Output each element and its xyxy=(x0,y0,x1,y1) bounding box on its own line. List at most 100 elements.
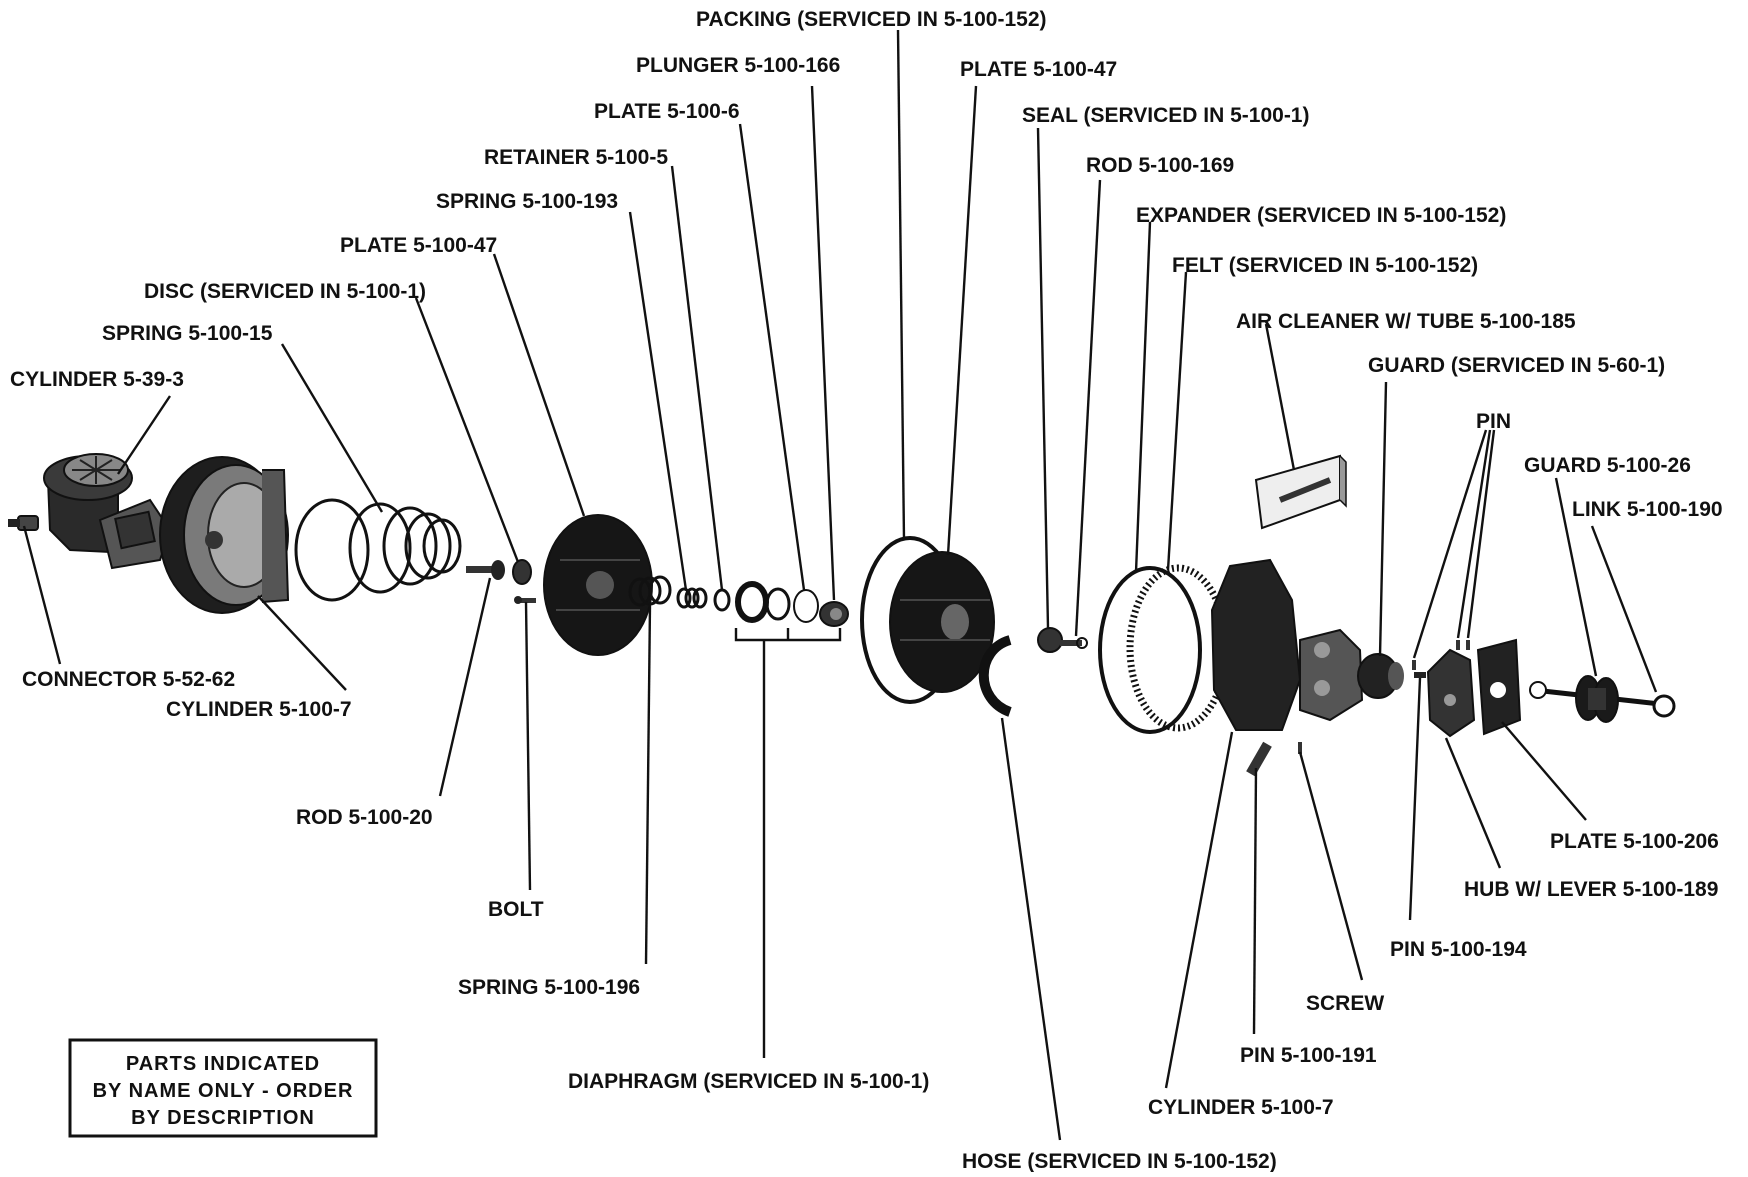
label-pin-191: PIN 5-100-191 xyxy=(1240,1044,1377,1067)
guard-26-part xyxy=(1575,675,1619,723)
leader-plate-206 xyxy=(1501,721,1587,821)
leader-disc xyxy=(414,297,520,563)
cylinder-housing-right-part xyxy=(1210,558,1364,731)
leader-retainer xyxy=(670,165,724,591)
label-packing: PACKING (SERVICED IN 5-100-152) xyxy=(696,8,1047,31)
note-line-3: BY DESCRIPTION xyxy=(131,1107,315,1129)
label-rod-20: ROD 5-100-20 xyxy=(296,806,433,829)
leader-plate-47-right xyxy=(946,85,978,556)
leader-seal xyxy=(1036,127,1050,629)
part-labels: PACKING (SERVICED IN 5-100-152) PLUNGER … xyxy=(10,8,1723,1173)
label-guard-26: GUARD 5-100-26 xyxy=(1524,454,1691,477)
label-hose: HOSE (SERVICED IN 5-100-152) xyxy=(962,1150,1277,1172)
label-pin: PIN xyxy=(1476,410,1511,433)
label-rod-169: ROD 5-100-169 xyxy=(1086,154,1234,177)
leader-plate-47-left xyxy=(492,253,586,517)
spring-193-part xyxy=(676,587,708,609)
leader-guard-60 xyxy=(1378,381,1388,657)
leader-cylinder-39 xyxy=(117,395,171,475)
leader-cylinder-7-left xyxy=(257,595,347,691)
label-spring-15: SPRING 5-100-15 xyxy=(102,322,273,345)
leader-hose xyxy=(1000,717,1062,1141)
leader-rod-169 xyxy=(1074,179,1102,637)
leader-rod-20 xyxy=(438,577,492,797)
label-plate-206: PLATE 5-100-206 xyxy=(1550,830,1719,853)
rod-20-part xyxy=(466,560,505,580)
leader-pin-1 xyxy=(1412,429,1488,659)
leader-screw xyxy=(1298,751,1364,981)
label-diaphragm: DIAPHRAGM (SERVICED IN 5-100-1) xyxy=(568,1070,929,1093)
leader-felt xyxy=(1166,271,1188,571)
plunger-part xyxy=(819,601,849,627)
pin-small-part xyxy=(1412,640,1470,670)
hub-lever-part xyxy=(1426,648,1476,738)
label-pin-194: PIN 5-100-194 xyxy=(1390,938,1527,961)
retainer-part xyxy=(713,588,731,612)
label-plunger: PLUNGER 5-100-166 xyxy=(636,54,840,77)
screw-part xyxy=(1298,742,1302,754)
leader-pin-2 xyxy=(1456,429,1492,639)
label-expander: EXPANDER (SERVICED IN 5-100-152) xyxy=(1136,204,1506,227)
pin-194-part xyxy=(1414,672,1426,678)
connector-part xyxy=(8,515,39,531)
label-cylinder-39: CYLINDER 5-39-3 xyxy=(10,368,184,391)
air-cleaner-part xyxy=(1254,454,1347,530)
rod-169-part xyxy=(1060,637,1088,649)
leader-spring-196 xyxy=(644,603,652,965)
plate-47-left-part xyxy=(543,514,653,656)
label-hub: HUB W/ LEVER 5-100-189 xyxy=(1464,878,1718,901)
leader-pin-194 xyxy=(1408,677,1422,921)
leader-spring-193 xyxy=(628,211,688,591)
leader-expander xyxy=(1134,221,1152,573)
note-line-1: PARTS INDICATED xyxy=(126,1053,320,1075)
seal-part xyxy=(1037,627,1063,653)
cylinder-shell-left-part xyxy=(159,456,290,614)
hose-part xyxy=(978,635,1013,717)
label-spring-196: SPRING 5-100-196 xyxy=(458,976,640,999)
leader-lines xyxy=(22,29,1658,1141)
label-bolt: BOLT xyxy=(488,898,544,921)
leader-cylinder-7-right xyxy=(1164,731,1234,1089)
label-plate-6: PLATE 5-100-6 xyxy=(594,100,740,123)
label-cylinder-7-left: CYLINDER 5-100-7 xyxy=(166,698,352,721)
diaphragm-bracket xyxy=(734,628,842,642)
master-cylinder-part xyxy=(43,453,172,570)
leader-air-cleaner xyxy=(1264,323,1296,471)
label-screw: SCREW xyxy=(1306,992,1384,1015)
label-seal: SEAL (SERVICED IN 5-100-1) xyxy=(1022,104,1309,127)
leader-plate-6 xyxy=(738,123,806,591)
leader-plunger xyxy=(810,85,836,601)
label-guard-60: GUARD (SERVICED IN 5-60-1) xyxy=(1368,354,1665,377)
label-felt: FELT (SERVICED IN 5-100-152) xyxy=(1172,254,1478,277)
leader-pin-191 xyxy=(1252,767,1258,1035)
leader-connector xyxy=(22,525,62,665)
order-note-box: PARTS INDICATED BY NAME ONLY - ORDER BY … xyxy=(68,1038,378,1138)
note-line-2: BY NAME ONLY - ORDER xyxy=(93,1080,354,1102)
label-connector: CONNECTOR 5-52-62 xyxy=(22,668,235,691)
leader-packing xyxy=(896,29,906,541)
label-plate-47-left: PLATE 5-100-47 xyxy=(340,234,497,257)
label-air-cleaner: AIR CLEANER W/ TUBE 5-100-185 xyxy=(1236,310,1576,333)
leader-link xyxy=(1590,525,1658,693)
disc-part xyxy=(512,559,532,585)
diaphragm-rings-part xyxy=(735,581,819,623)
plate-47-right-part xyxy=(889,551,995,693)
label-retainer: RETAINER 5-100-5 xyxy=(484,146,668,169)
pin-191-part xyxy=(1246,741,1272,777)
bolt-part xyxy=(514,596,536,604)
leader-guard-26 xyxy=(1554,477,1598,677)
label-disc: DISC (SERVICED IN 5-100-1) xyxy=(144,280,426,303)
leader-bolt xyxy=(524,601,532,891)
label-cylinder-7-right: CYLINDER 5-100-7 xyxy=(1148,1096,1334,1119)
plate-206-part xyxy=(1476,638,1522,736)
label-spring-193: SPRING 5-100-193 xyxy=(436,190,618,213)
guard-60-part xyxy=(1357,653,1404,699)
leader-spring-15 xyxy=(280,343,384,513)
leader-hub xyxy=(1444,737,1502,869)
leader-pin-3 xyxy=(1466,429,1496,639)
label-plate-47-right: PLATE 5-100-47 xyxy=(960,58,1117,81)
felt-part xyxy=(1126,564,1230,732)
label-link: LINK 5-100-190 xyxy=(1572,498,1723,521)
